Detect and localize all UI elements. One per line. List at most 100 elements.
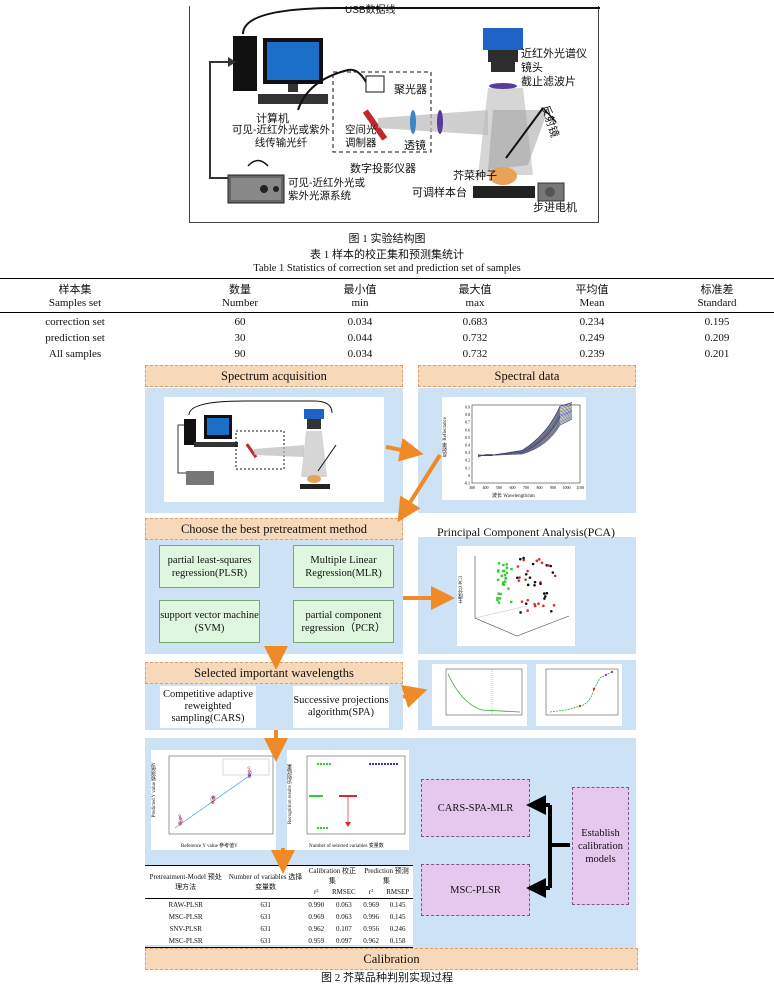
cars-box: Competitive adaptive reweighted sampling…: [160, 686, 256, 728]
pca-point: [547, 564, 550, 567]
stage-label: 可调样本台: [412, 187, 467, 199]
results-cell: 0.063: [335, 901, 352, 909]
pca-point: [497, 601, 501, 604]
pca-point: [497, 562, 501, 565]
table1-cell: 0.209: [704, 332, 730, 344]
pca-point: [519, 611, 522, 614]
pca-point: [545, 563, 549, 567]
figure2-caption: 图 2 芥菜品种判别实现过程: [321, 972, 453, 984]
pca-plot: 主成分3 PC3: [457, 546, 575, 646]
regression-point: [247, 770, 251, 773]
results-cell: 0.145: [389, 913, 406, 921]
pca-point: [543, 595, 547, 598]
table1-title-cn: 表 1 样本的校正集和预测集统计: [310, 249, 464, 261]
results-cell: 0.962: [308, 925, 325, 933]
pca-point: [507, 587, 510, 590]
establish-models-box: Establish calibration models: [572, 787, 629, 905]
pca-point: [502, 563, 505, 567]
table1-header-cell: Number: [221, 297, 259, 309]
figure1-frame: [189, 6, 599, 223]
results-group-header: Calibration 校正集: [308, 867, 356, 885]
cutoff-filter-label: 截止滤波片: [521, 76, 576, 88]
lens-head-label: 镜头: [521, 62, 543, 74]
calibration-footer: Calibration: [145, 948, 638, 970]
pca-point: [531, 562, 535, 566]
table1-header-cell: max: [465, 297, 485, 309]
slm-label: 空间光调制器: [345, 124, 377, 149]
pca-point: [497, 592, 500, 595]
spa-box: Successive projections algorithm(SPA): [293, 686, 389, 728]
regression-point: [248, 769, 251, 773]
pca-header: Principal Component Analysis(PCA): [437, 525, 615, 539]
spectral-xtick: 600: [510, 485, 516, 490]
condenser-label: 聚光器: [394, 84, 427, 96]
results-header-cell: r²: [368, 888, 374, 896]
regression-point: [248, 773, 251, 777]
table1-header-cell: Standard: [697, 297, 737, 309]
pca-point: [524, 572, 528, 576]
regression-point: [247, 772, 251, 776]
results-header-cell: RMSEC: [331, 888, 356, 896]
table1-cell: 0.249: [579, 332, 605, 344]
regression-point: [212, 795, 216, 799]
table1-cell: All samples: [48, 348, 102, 360]
pca-point: [533, 583, 536, 587]
figure1-diagram: [209, 7, 600, 204]
table1-header-cell: 最大值: [458, 284, 492, 296]
pca-point: [533, 580, 537, 584]
pretreatment-header: Choose the best pretreatment method: [145, 518, 403, 540]
mini-setup-diagram: [164, 397, 384, 502]
table1-title-en: Table 1 Statistics of correction set and…: [253, 263, 521, 274]
spectral-xtick: 300: [469, 485, 475, 490]
results-cell: 0.969: [363, 901, 380, 909]
recognition-xlabel: Number of selected variables 变量数: [309, 844, 384, 849]
results-cell: 0.107: [335, 925, 352, 933]
pca-point: [537, 558, 541, 561]
pca-point: [520, 600, 524, 603]
pca-point: [545, 591, 549, 595]
results-cell: 631: [260, 925, 271, 933]
pca-point: [549, 564, 553, 568]
results-group-header: Prediction 预测集: [364, 867, 409, 885]
wavelengths-header: Selected important wavelengths: [145, 662, 403, 684]
figure1-caption: 图 1 实验结构图: [348, 233, 426, 245]
seed-label: 芥菜种子: [453, 170, 497, 182]
pca-point: [522, 556, 525, 560]
pca-point: [524, 602, 528, 605]
table1-header-cell: 标准差: [700, 284, 734, 296]
pca-point: [505, 571, 509, 575]
spectral-xlabel: 波长 Wavelength/nm: [492, 494, 535, 499]
pca-point: [526, 598, 530, 602]
results-cell: 631: [260, 913, 271, 921]
pca-point: [522, 558, 526, 562]
pca-zlabel: 主成分3 PC3: [459, 576, 464, 604]
regression-point: [211, 801, 215, 804]
pca-point: [537, 602, 540, 605]
regression-point: [178, 816, 182, 820]
results-table-grid: Pretreatment-Model 预处理方法 Number of varia…: [145, 865, 413, 948]
pca-point: [540, 561, 544, 565]
pca-point: [500, 574, 504, 578]
regression-point: [180, 820, 183, 823]
table1-cell: 0.732: [462, 332, 488, 344]
pca-point: [528, 576, 532, 579]
results-cell: MSC-PLSR: [168, 913, 203, 921]
results-table: Pretreatment-Model 预处理方法 Number of varia…: [145, 865, 413, 948]
table1-header-rule: [0, 312, 774, 313]
regression-point: [178, 814, 182, 817]
results-cell: 0.962: [363, 937, 380, 945]
motor-label: 步进电机: [533, 202, 577, 214]
results-cell: 631: [260, 937, 271, 945]
results-cell: SNV-PLSR: [169, 925, 202, 933]
pca-point: [497, 569, 500, 572]
pca-point: [542, 592, 546, 595]
pca-point: [539, 582, 542, 586]
method-svm: support vector machine (SVM): [159, 600, 260, 643]
pca-point: [524, 578, 527, 581]
regression-scatter: [168, 755, 274, 835]
light-source-label: 可见-近红外光或紫外光源系统: [288, 177, 365, 202]
spectrometer-label: 近红外光谱仪: [521, 48, 587, 60]
